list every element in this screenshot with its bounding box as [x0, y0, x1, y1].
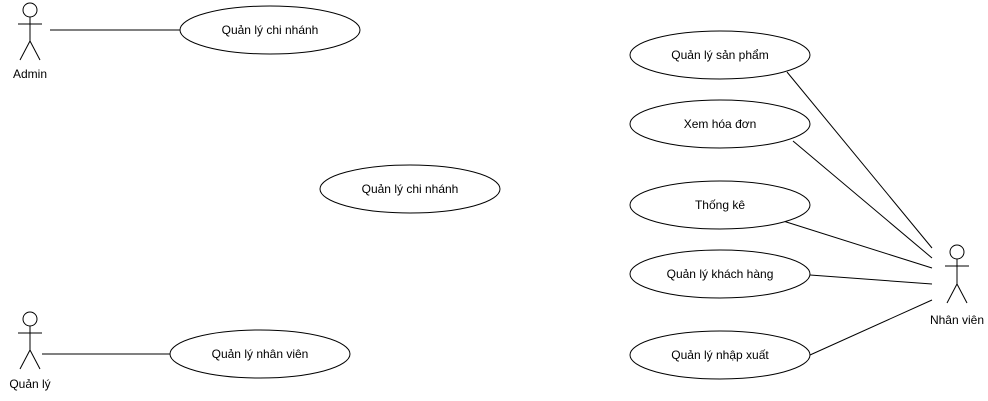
actor-admin-label: Admin	[13, 67, 47, 81]
actor-admin-head	[22, 2, 38, 18]
use-case-label: Quản lý nhập xuất	[671, 348, 769, 362]
association-staff-import-export	[809, 299, 933, 356]
association-staff-invoices	[792, 140, 933, 259]
actor-staff[interactable]: Nhân viên	[930, 244, 984, 327]
use-case-customers[interactable]: Quản lý khách hàng	[629, 249, 811, 299]
use-case-label: Quản lý chi nhánh	[222, 23, 319, 37]
use-case-label: Quản lý sản phẩm	[671, 48, 768, 62]
use-case-center-branch[interactable]: Quản lý chi nhánh	[319, 164, 501, 214]
association-staff-statistics	[779, 219, 933, 269]
actor-admin[interactable]: Admin	[13, 2, 47, 81]
actor-manager-head	[22, 311, 38, 327]
use-case-label: Quản lý nhân viên	[212, 347, 309, 361]
actor-staff-label: Nhân viên	[930, 313, 984, 327]
use-case-products[interactable]: Quản lý sản phẩm	[629, 30, 811, 80]
actor-manager[interactable]: Quản lý	[9, 311, 51, 391]
use-case-label: Xem hóa đơn	[684, 117, 757, 131]
association-staff-customers	[809, 274, 933, 285]
use-case-invoices[interactable]: Xem hóa đơn	[629, 99, 811, 149]
use-case-label: Thống kê	[695, 198, 745, 212]
use-case-admin-branch[interactable]: Quản lý chi nhánh	[179, 5, 361, 55]
use-case-statistics[interactable]: Thống kê	[629, 180, 811, 230]
actor-staff-head	[949, 244, 965, 260]
use-case-label: Quản lý chi nhánh	[362, 182, 459, 196]
use-case-manager-staff[interactable]: Quản lý nhân viên	[169, 329, 351, 379]
use-case-import-export[interactable]: Quản lý nhập xuất	[629, 330, 811, 380]
association-staff-products	[786, 71, 933, 249]
use-case-label: Quản lý khách hàng	[667, 267, 774, 281]
actor-manager-label: Quản lý	[9, 377, 50, 391]
associations	[42, 29, 933, 356]
